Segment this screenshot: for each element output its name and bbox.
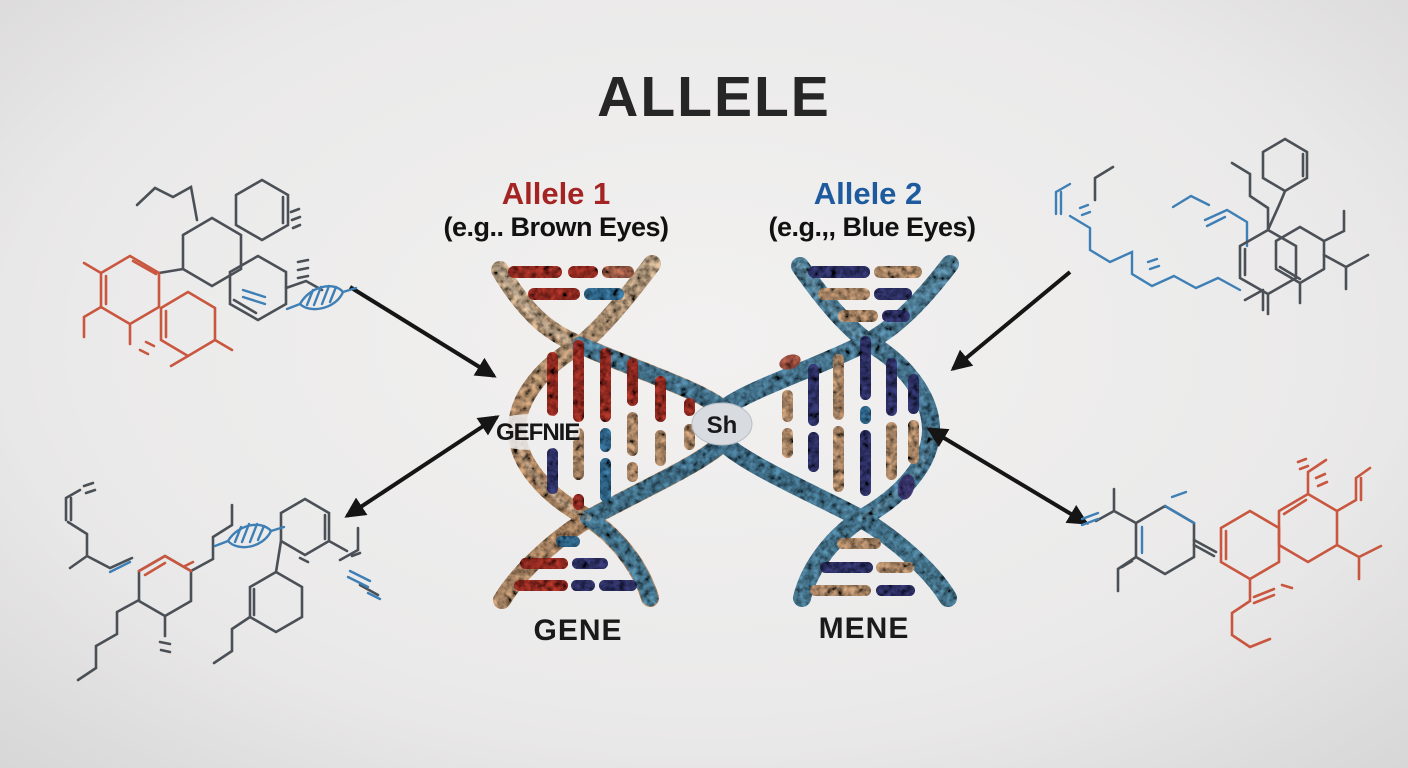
arrow-icon-bottomleft bbox=[344, 415, 500, 518]
arrow-icon-topleft bbox=[348, 285, 497, 378]
allele2-label: Allele 2 bbox=[813, 176, 923, 211]
mini-dna-helix-icon-top-left bbox=[241, 284, 358, 311]
arrows bbox=[344, 270, 1089, 525]
gene1-label: GENE bbox=[533, 614, 623, 647]
allele1-label: Allele 1 bbox=[501, 176, 611, 211]
center-badge-label: Sh bbox=[707, 412, 738, 439]
arrow-icon-topright bbox=[950, 270, 1072, 371]
page-title: ALLELE bbox=[597, 65, 831, 129]
gene2-label: MENE bbox=[818, 612, 910, 645]
gene-tag-backdrop bbox=[484, 414, 580, 450]
center-badge: Sh bbox=[691, 402, 753, 446]
gene-tag-label: GEFNIE bbox=[496, 419, 580, 446]
molecule-skeletal-formula-icon-bottom-right bbox=[1080, 457, 1383, 649]
mini-dna-helix-icon-bottom-left bbox=[108, 522, 382, 601]
molecule-skeletal-formula-icon-bottom-left bbox=[64, 481, 382, 682]
arrow-icon-bottomright bbox=[926, 427, 1089, 525]
allele1-example-label: (e.g.. Brown Eyes) bbox=[443, 212, 669, 242]
helix2-rungs bbox=[779, 266, 922, 596]
molecule-skeletal-formula-icon-top-right bbox=[1054, 137, 1370, 316]
dna-double-helix-icon-allele2 bbox=[703, 255, 959, 607]
molecule-skeletal-formula-icon-top-left bbox=[82, 178, 358, 368]
helix1-rungs bbox=[508, 266, 695, 591]
allele2-example-label: (e.g.,, Blue Eyes) bbox=[768, 212, 976, 242]
